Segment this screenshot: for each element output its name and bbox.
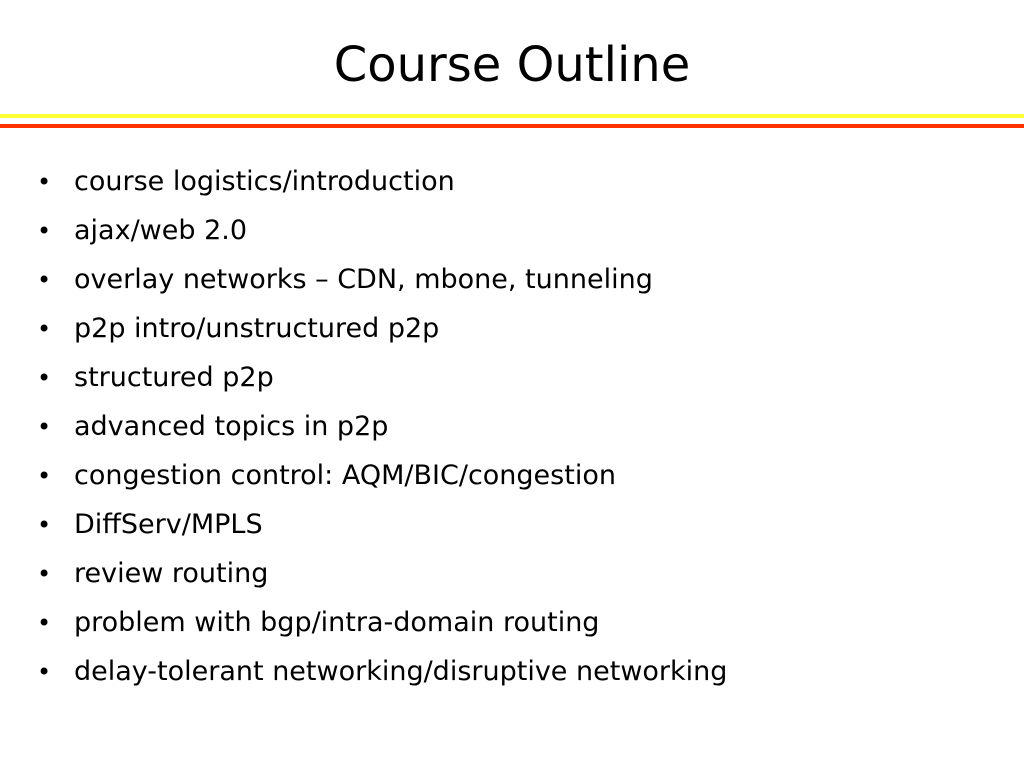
list-item: • structured p2p xyxy=(0,353,1000,402)
bullet-icon: • xyxy=(37,266,52,294)
bullet-text: review routing xyxy=(74,558,269,589)
bullet-icon: • xyxy=(37,168,52,196)
bullet-text: delay-tolerant networking/disruptive net… xyxy=(74,656,728,687)
title-rule-red xyxy=(0,124,1024,128)
list-item: • ajax/web 2.0 xyxy=(0,206,1000,255)
list-item: • advanced topics in p2p xyxy=(0,402,1000,451)
bullet-text: DiffServ/MPLS xyxy=(74,509,263,540)
list-item: • congestion control: AQM/BIC/congestion xyxy=(0,451,1000,500)
bullet-icon: • xyxy=(37,609,52,637)
bullet-icon: • xyxy=(37,364,52,392)
bullet-icon: • xyxy=(37,315,52,343)
title-rule-yellow xyxy=(0,114,1024,118)
list-item: • delay-tolerant networking/disruptive n… xyxy=(0,647,1000,696)
bullet-text: p2p intro/unstructured p2p xyxy=(74,313,440,344)
list-item: • review routing xyxy=(0,549,1000,598)
bullet-icon: • xyxy=(37,462,52,490)
list-item: • problem with bgp/intra-domain routing xyxy=(0,598,1000,647)
bullet-icon: • xyxy=(37,560,52,588)
bullet-icon: • xyxy=(37,413,52,441)
bullet-text: congestion control: AQM/BIC/congestion xyxy=(74,460,616,491)
list-item: • overlay networks – CDN, mbone, tunneli… xyxy=(0,255,1000,304)
bullet-text: course logistics/introduction xyxy=(74,166,455,197)
bullet-text: problem with bgp/intra-domain routing xyxy=(74,607,600,638)
slide-title: Course Outline xyxy=(333,37,691,93)
list-item: • p2p intro/unstructured p2p xyxy=(0,304,1000,353)
list-item: • course logistics/introduction xyxy=(0,157,1000,206)
bullet-icon: • xyxy=(37,511,52,539)
bullet-icon: • xyxy=(37,658,52,686)
bullet-list: • course logistics/introduction • ajax/w… xyxy=(0,157,1000,696)
bullet-text: advanced topics in p2p xyxy=(74,411,389,442)
list-item: • DiffServ/MPLS xyxy=(0,500,1000,549)
bullet-icon: • xyxy=(37,217,52,245)
bullet-text: ajax/web 2.0 xyxy=(74,215,248,246)
bullet-text: structured p2p xyxy=(74,362,274,393)
bullet-text: overlay networks – CDN, mbone, tunneling xyxy=(74,264,653,295)
